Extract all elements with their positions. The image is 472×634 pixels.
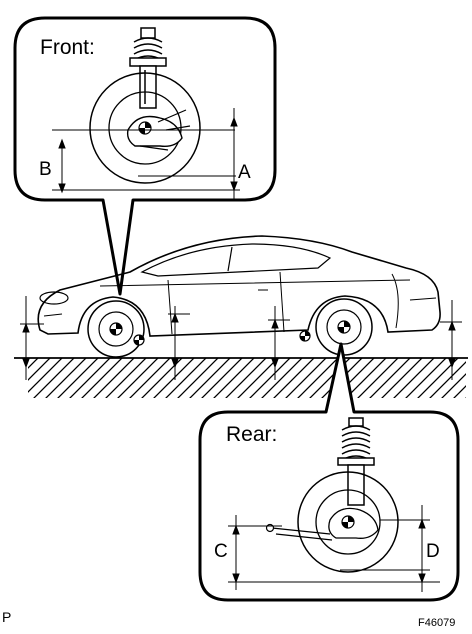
car-body-outline <box>37 235 441 337</box>
car-window <box>140 243 332 277</box>
front-callout-frame <box>13 16 277 296</box>
rear-callout-title: Rear: <box>226 423 278 446</box>
car-rear-wheel-rim <box>326 309 362 345</box>
car-headlight <box>39 291 69 305</box>
front-strut <box>129 27 167 109</box>
figure-id: F46079 <box>418 617 456 629</box>
corner-mark: P <box>2 609 12 625</box>
dimension-label-d: D <box>426 541 440 562</box>
car-front-wheel-rim <box>98 311 134 347</box>
front-wheel-center-marker <box>138 121 152 135</box>
front-callout <box>13 16 277 296</box>
front-dimension-lines <box>52 108 240 200</box>
rear-wheel-center-marker <box>341 515 355 529</box>
rear-callout-frame <box>198 342 460 602</box>
car-body-lines <box>43 271 437 335</box>
rear-dimension-lines <box>228 505 440 592</box>
dimension-label-a: A <box>238 162 251 183</box>
car-side-view <box>37 235 441 358</box>
rear-callout <box>198 342 460 602</box>
ground <box>14 357 468 398</box>
front-wheel <box>89 72 201 184</box>
dimension-label-b: B <box>39 159 52 180</box>
car-measurement-markers <box>109 320 351 346</box>
dimension-label-c: C <box>214 541 228 562</box>
front-callout-title: Front: <box>40 36 95 59</box>
rear-strut <box>337 417 375 506</box>
